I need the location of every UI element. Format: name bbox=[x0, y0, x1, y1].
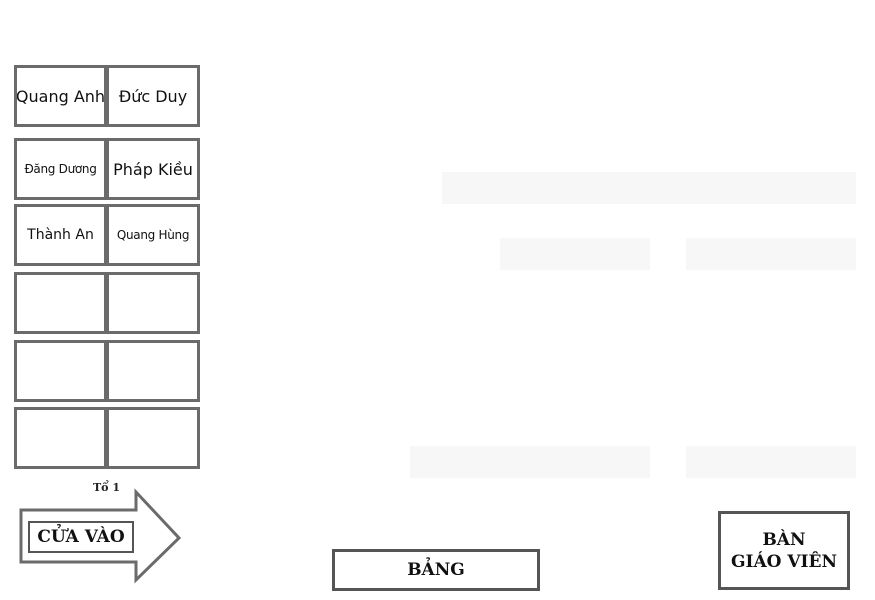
faded-background-mark bbox=[410, 446, 650, 478]
group-label: Tổ 1 bbox=[93, 481, 121, 494]
seat-6-right bbox=[107, 407, 200, 469]
faded-background-mark bbox=[686, 238, 856, 270]
seat-1-left: Quang Anh bbox=[14, 65, 107, 127]
seat-5-right bbox=[107, 340, 200, 402]
seat-2-right: Pháp Kiều bbox=[107, 138, 200, 200]
seat-3-right: Quang Hùng bbox=[107, 204, 200, 266]
seat-4-left bbox=[14, 272, 107, 334]
seat-4-right bbox=[107, 272, 200, 334]
seat-3-left: Thành An bbox=[14, 204, 107, 266]
faded-background-mark bbox=[686, 446, 856, 478]
seat-5-left bbox=[14, 340, 107, 402]
teacher-desk-line-1: BÀN bbox=[762, 529, 806, 550]
teacher-desk-line-2: GIÁO VIÊN bbox=[730, 551, 838, 572]
desk-row-3: Thành An Quang Hùng bbox=[14, 204, 200, 266]
blackboard: BẢNG bbox=[332, 549, 540, 591]
faded-background-mark bbox=[442, 172, 856, 204]
teacher-desk: BÀN GIÁO VIÊN bbox=[718, 511, 850, 590]
desk-row-2: Đăng Dương Pháp Kiều bbox=[14, 138, 200, 200]
desk-row-6 bbox=[14, 407, 200, 469]
entrance-label: CỬA VÀO bbox=[28, 521, 134, 553]
seat-1-right: Đức Duy bbox=[107, 65, 200, 127]
desk-row-5 bbox=[14, 340, 200, 402]
faded-background-mark bbox=[500, 238, 650, 270]
seat-6-left bbox=[14, 407, 107, 469]
seat-2-left: Đăng Dương bbox=[14, 138, 107, 200]
desk-row-4 bbox=[14, 272, 200, 334]
desk-row-1: Quang Anh Đức Duy bbox=[14, 65, 200, 127]
